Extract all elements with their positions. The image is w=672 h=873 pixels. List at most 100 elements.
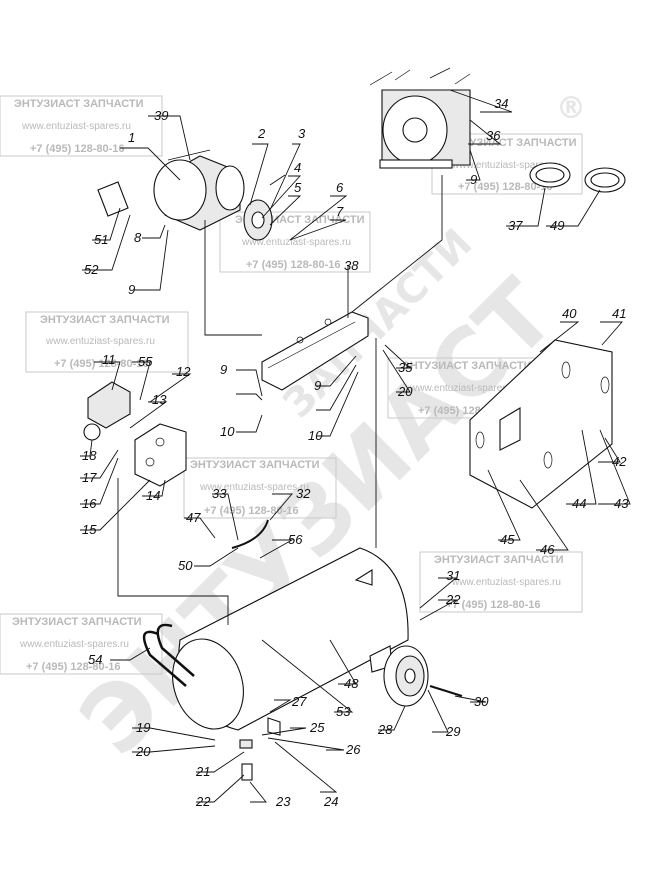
label-32: 32: [296, 486, 311, 501]
label-14: 14: [146, 488, 160, 503]
leader-lines: [80, 89, 631, 803]
label-12: 12: [176, 364, 191, 379]
watermark-stamp: ЭНТУЗИАСТ ЗАПЧАСТИ www.entuziast-spares.…: [0, 95, 163, 157]
label-24: 24: [323, 794, 338, 809]
label-47: 47: [186, 510, 201, 525]
label-34: 34: [494, 96, 508, 111]
svg-text:ЭНТУЗИАСТ ЗАПЧАСТИ: ЭНТУЗИАСТ ЗАПЧАСТИ: [190, 459, 320, 471]
label-13: 13: [152, 392, 167, 407]
label-22b: 22: [445, 592, 461, 607]
svg-text:+7 (495) 128-80-16: +7 (495) 128-80-16: [458, 181, 552, 193]
label-36: 36: [486, 128, 501, 143]
svg-text:www.entuziast-spares.ru: www.entuziast-spares.ru: [45, 336, 155, 347]
pressure-gauge: [83, 423, 101, 441]
svg-text:ЭНТУЗИАСТ ЗАПЧАСТИ: ЭНТУЗИАСТ ЗАПЧАСТИ: [434, 554, 564, 566]
svg-text:www.entuziast-spares.ru: www.entuziast-spares.ru: [19, 639, 129, 650]
svg-text:ЭНТУЗИАСТ ЗАПЧАСТИ: ЭНТУЗИАСТ ЗАПЧАСТИ: [447, 137, 577, 149]
label-39: 39: [154, 108, 168, 123]
label-25: 25: [309, 720, 325, 735]
label-30: 30: [474, 694, 489, 709]
label-1: 1: [128, 130, 135, 145]
label-28: 28: [377, 722, 393, 737]
label-20b: 20: [397, 384, 413, 399]
label-15: 15: [82, 522, 97, 537]
compressor-head: [369, 67, 471, 169]
svg-text:+7 (495) 128-80-16: +7 (495) 128-80-16: [446, 599, 540, 611]
registered-mark: ®: [556, 91, 586, 126]
label-45: 45: [500, 532, 515, 547]
svg-text:www.entuziast-spares.ru: www.entuziast-spares.ru: [451, 577, 561, 588]
svg-text:ЭНТУЗИАСТ ЗАПЧАСТИ: ЭНТУЗИАСТ ЗАПЧАСТИ: [402, 360, 532, 372]
tank-handle: [142, 623, 195, 687]
label-29: 29: [445, 724, 460, 739]
svg-text:+7 (495) 128-80-16: +7 (495) 128-80-16: [246, 259, 340, 271]
watermark-stamp: ЭНТУЗИАСТ ЗАПЧАСТИ www.entuziast-spares.…: [431, 133, 583, 195]
label-17: 17: [82, 470, 97, 485]
label-9d: 9: [314, 378, 321, 393]
label-42: 42: [612, 454, 627, 469]
label-26: 26: [345, 742, 361, 757]
label-35: 35: [398, 360, 413, 375]
label-54: 54: [88, 652, 102, 667]
label-31: 31: [446, 568, 460, 583]
label-51: 51: [94, 232, 108, 247]
valve-block: [134, 423, 187, 487]
label-43: 43: [614, 496, 629, 511]
label-23: 23: [275, 794, 291, 809]
label-6: 6: [336, 180, 344, 195]
label-44: 44: [572, 496, 586, 511]
air-receiver-tank: [172, 547, 409, 736]
svg-text:+7 (495) 128-80-16: +7 (495) 128-80-16: [30, 143, 124, 155]
label-27: 27: [291, 694, 307, 709]
label-5: 5: [294, 180, 302, 195]
label-4: 4: [294, 160, 301, 175]
label-46: 46: [540, 542, 555, 557]
wheel: [383, 645, 429, 707]
svg-text:ЭНТУЗИАСТ ЗАПЧАСТИ: ЭНТУЗИАСТ ЗАПЧАСТИ: [14, 98, 144, 110]
label-18: 18: [82, 448, 97, 463]
label-21: 21: [195, 764, 210, 779]
svg-text:www.entuziast-spares.ru: www.entuziast-spares.ru: [21, 121, 131, 132]
svg-text:www.entuziast-spares.ru: www.entuziast-spares.ru: [241, 237, 351, 248]
label-40: 40: [562, 306, 577, 321]
capacitor: [97, 181, 129, 217]
callout-labels: 1 2 3 4 5 6 7 8 9 9 9 9 10 10 11 12 13 1…: [82, 96, 629, 809]
label-52: 52: [84, 262, 99, 277]
label-41: 41: [612, 306, 626, 321]
label-37: 37: [508, 218, 523, 233]
label-16: 16: [82, 496, 97, 511]
label-10: 10: [220, 424, 235, 439]
pressure-switch: [87, 381, 131, 429]
svg-text:+7 (495) 128-80-16: +7 (495) 128-80-16: [54, 358, 148, 370]
label-9: 9: [128, 282, 135, 297]
watermark-stamp: ЭНТУЗИАСТ ЗАПЧАСТИ www.entuziast-spares.…: [183, 457, 337, 519]
svg-text:ЭНТУЗИАСТ ЗАПЧАСТИ: ЭНТУЗИАСТ ЗАПЧАСТИ: [12, 616, 142, 628]
label-20: 20: [135, 744, 151, 759]
watermark-stamp: ЭНТУЗИАСТ ЗАПЧАСТИ www.entuziast-spares.…: [0, 613, 163, 675]
label-2: 2: [257, 126, 266, 141]
svg-text:ЭНТУЗИАСТ ЗАПЧАСТИ: ЭНТУЗИАСТ ЗАПЧАСТИ: [40, 314, 170, 326]
watermark-stamp: ЭНТУЗИАСТ ЗАПЧАСТИ www.entuziast-spares.…: [25, 311, 189, 373]
label-48: 48: [344, 676, 359, 691]
label-56: 56: [288, 532, 303, 547]
label-7: 7: [336, 204, 344, 219]
svg-text:www.entuziast-spares.ru: www.entuziast-spares.ru: [451, 160, 561, 171]
label-3: 3: [298, 126, 306, 141]
label-33: 33: [212, 486, 227, 501]
label-50: 50: [178, 558, 193, 573]
label-22: 22: [195, 794, 211, 809]
watermark-stamp: ЭНТУЗИАСТ ЗАПЧАСТИ www.entuziast-spares.…: [419, 551, 583, 613]
label-8: 8: [134, 230, 142, 245]
label-53: 53: [336, 704, 351, 719]
svg-text:www.entuziast-spares.ru: www.entuziast-spares.ru: [199, 482, 309, 493]
label-11: 11: [102, 352, 116, 367]
label-49: 49: [550, 218, 564, 233]
parts-drawing: [83, 67, 626, 781]
label-10b: 10: [308, 428, 323, 443]
label-38: 38: [344, 258, 359, 273]
label-9c: 9: [220, 362, 227, 377]
label-19: 19: [136, 720, 150, 735]
svg-text:+7 (495) 128-80-16: +7 (495) 128-80-16: [26, 661, 120, 673]
svg-text:+7 (495) 128-80-16: +7 (495) 128-80-16: [204, 505, 298, 517]
